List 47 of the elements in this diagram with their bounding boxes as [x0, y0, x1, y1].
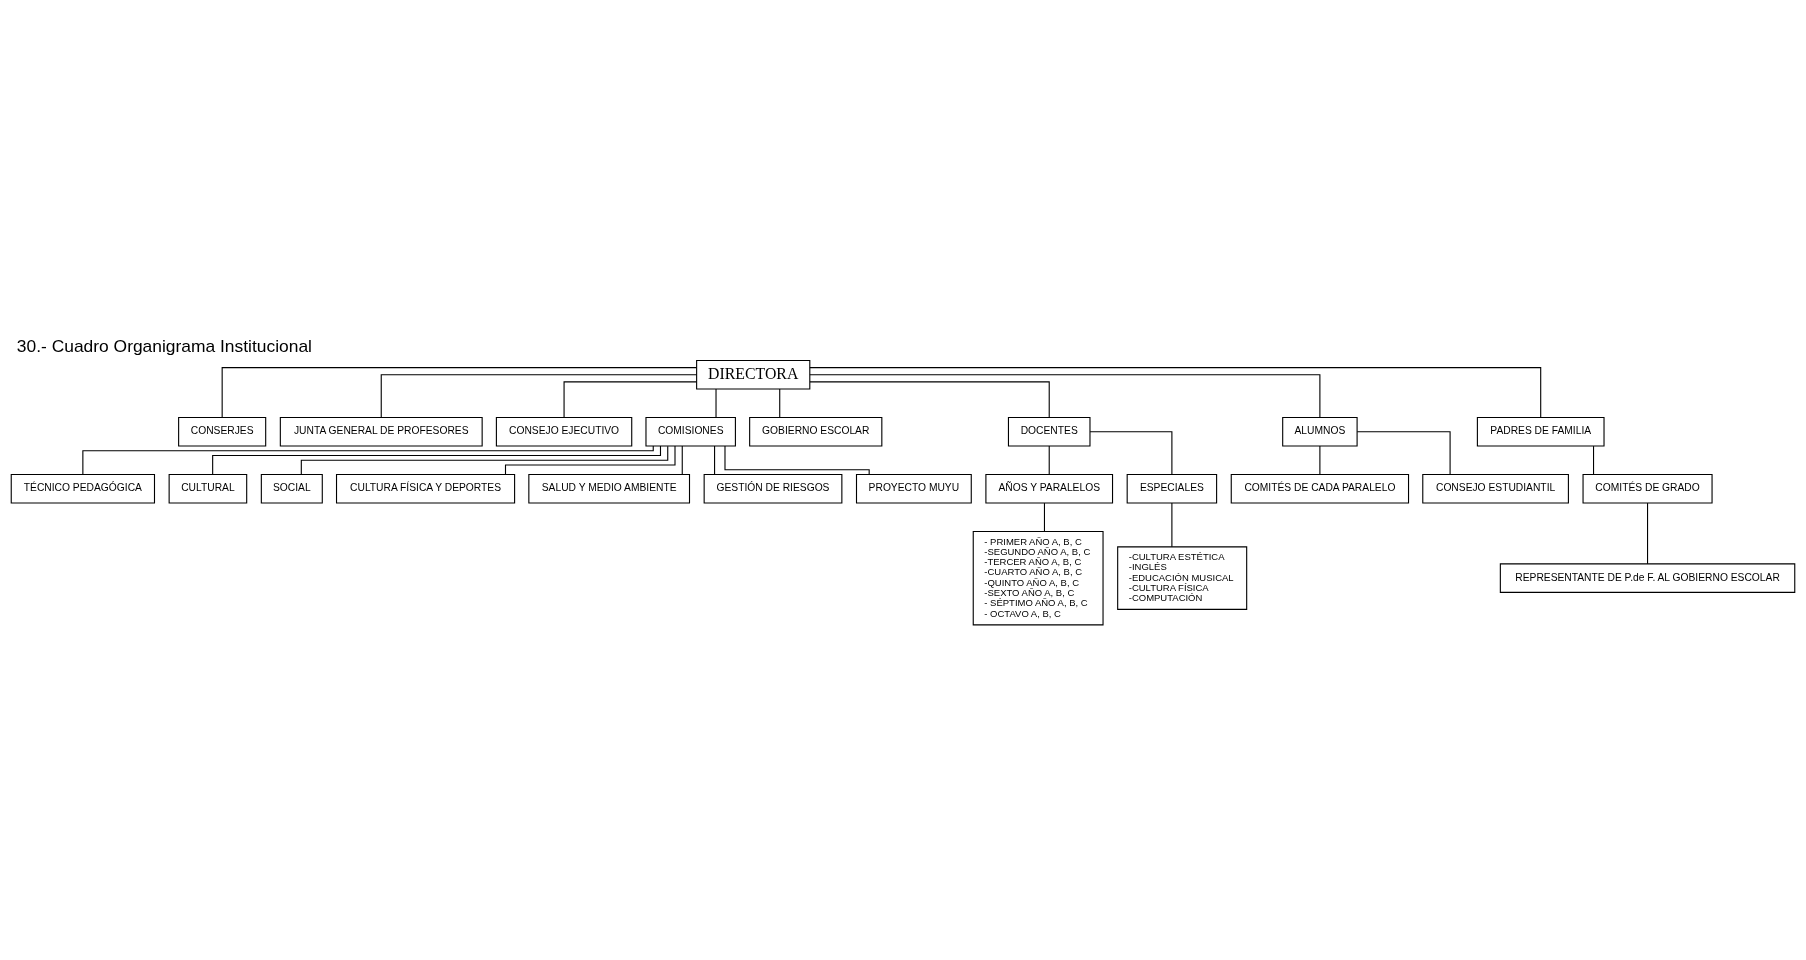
node-box: ALUMNOS — [1282, 416, 1358, 447]
connector — [1319, 445, 1321, 475]
connector — [681, 445, 683, 475]
node-box: PADRES DE FAMILIA — [1476, 416, 1605, 447]
node-box: CONSEJO ESTUDIANTIL — [1422, 473, 1569, 504]
connector — [1171, 502, 1173, 548]
connector — [809, 367, 1542, 418]
node-box: CONSEJO EJECUTIVO — [495, 416, 633, 447]
node-box: -CULTURA ESTÉTICA -INGLÉS -EDUCACIÓN MUSICAL -CULTURA FÍSICA -COMPUTACIÓN — [1117, 546, 1248, 610]
connector — [221, 367, 697, 418]
node-box: - PRIMER AÑO A, B, C -SEGUNDO AÑO A, B, C -TERCER AÑO A, B, C -CUARTO AÑO A, B, C -QUINTO AÑO A, B, C -SEXTO AÑO A, B, C - SÉPTIMO AÑO A, B, C - OCTAVO A, B, C — [972, 530, 1104, 626]
node-box: CULTURA FÍSICA Y DEPORTES — [335, 473, 516, 504]
node-box: REPRESENTANTE DE P.de F. AL GOBIERNO ESCOLAR — [1499, 563, 1796, 593]
node-box: ESPECIALES — [1126, 473, 1218, 504]
node-box: CONSERJES — [178, 416, 267, 447]
node-box: COMITÉS DE CADA PARALELO — [1230, 473, 1410, 504]
node-box: JUNTA GENERAL DE PROFESORES — [279, 416, 483, 447]
connector — [212, 445, 662, 475]
connector — [1089, 431, 1173, 475]
connector — [1356, 431, 1451, 475]
node-box: DOCENTES — [1007, 416, 1091, 447]
node-box: CULTURAL — [168, 473, 248, 504]
diagram-title: 30.- Cuadro Organigrama Institucional — [16, 336, 312, 357]
connector — [1043, 502, 1046, 532]
connector — [809, 374, 1321, 418]
connector — [563, 381, 697, 418]
node-box: GESTIÓN DE RIESGOS — [703, 473, 843, 504]
connector — [1647, 502, 1649, 565]
connector — [715, 388, 717, 418]
connector — [714, 445, 716, 475]
node-box: SOCIAL — [260, 473, 323, 504]
node-box: SALUD Y MEDIO AMBIENTE — [528, 473, 691, 504]
connector — [380, 374, 698, 418]
connector — [300, 445, 669, 475]
node-box: GOBIERNO ESCOLAR — [749, 416, 883, 447]
node-box: COMISIONES — [645, 416, 736, 447]
node-box: AÑOS Y PARALELOS — [985, 473, 1114, 504]
connector — [724, 445, 870, 475]
connector — [809, 381, 1050, 418]
connector — [779, 388, 781, 418]
connector — [1592, 445, 1595, 475]
node-box: DIRECTORA — [696, 359, 811, 390]
connector — [504, 445, 676, 475]
node-box: TÉCNICO PEDAGÓGICA — [10, 473, 156, 504]
connector — [1048, 445, 1050, 475]
node-box: PROYECTO MUYU — [855, 473, 972, 504]
node-box: COMITÉS DE GRADO — [1582, 473, 1713, 504]
